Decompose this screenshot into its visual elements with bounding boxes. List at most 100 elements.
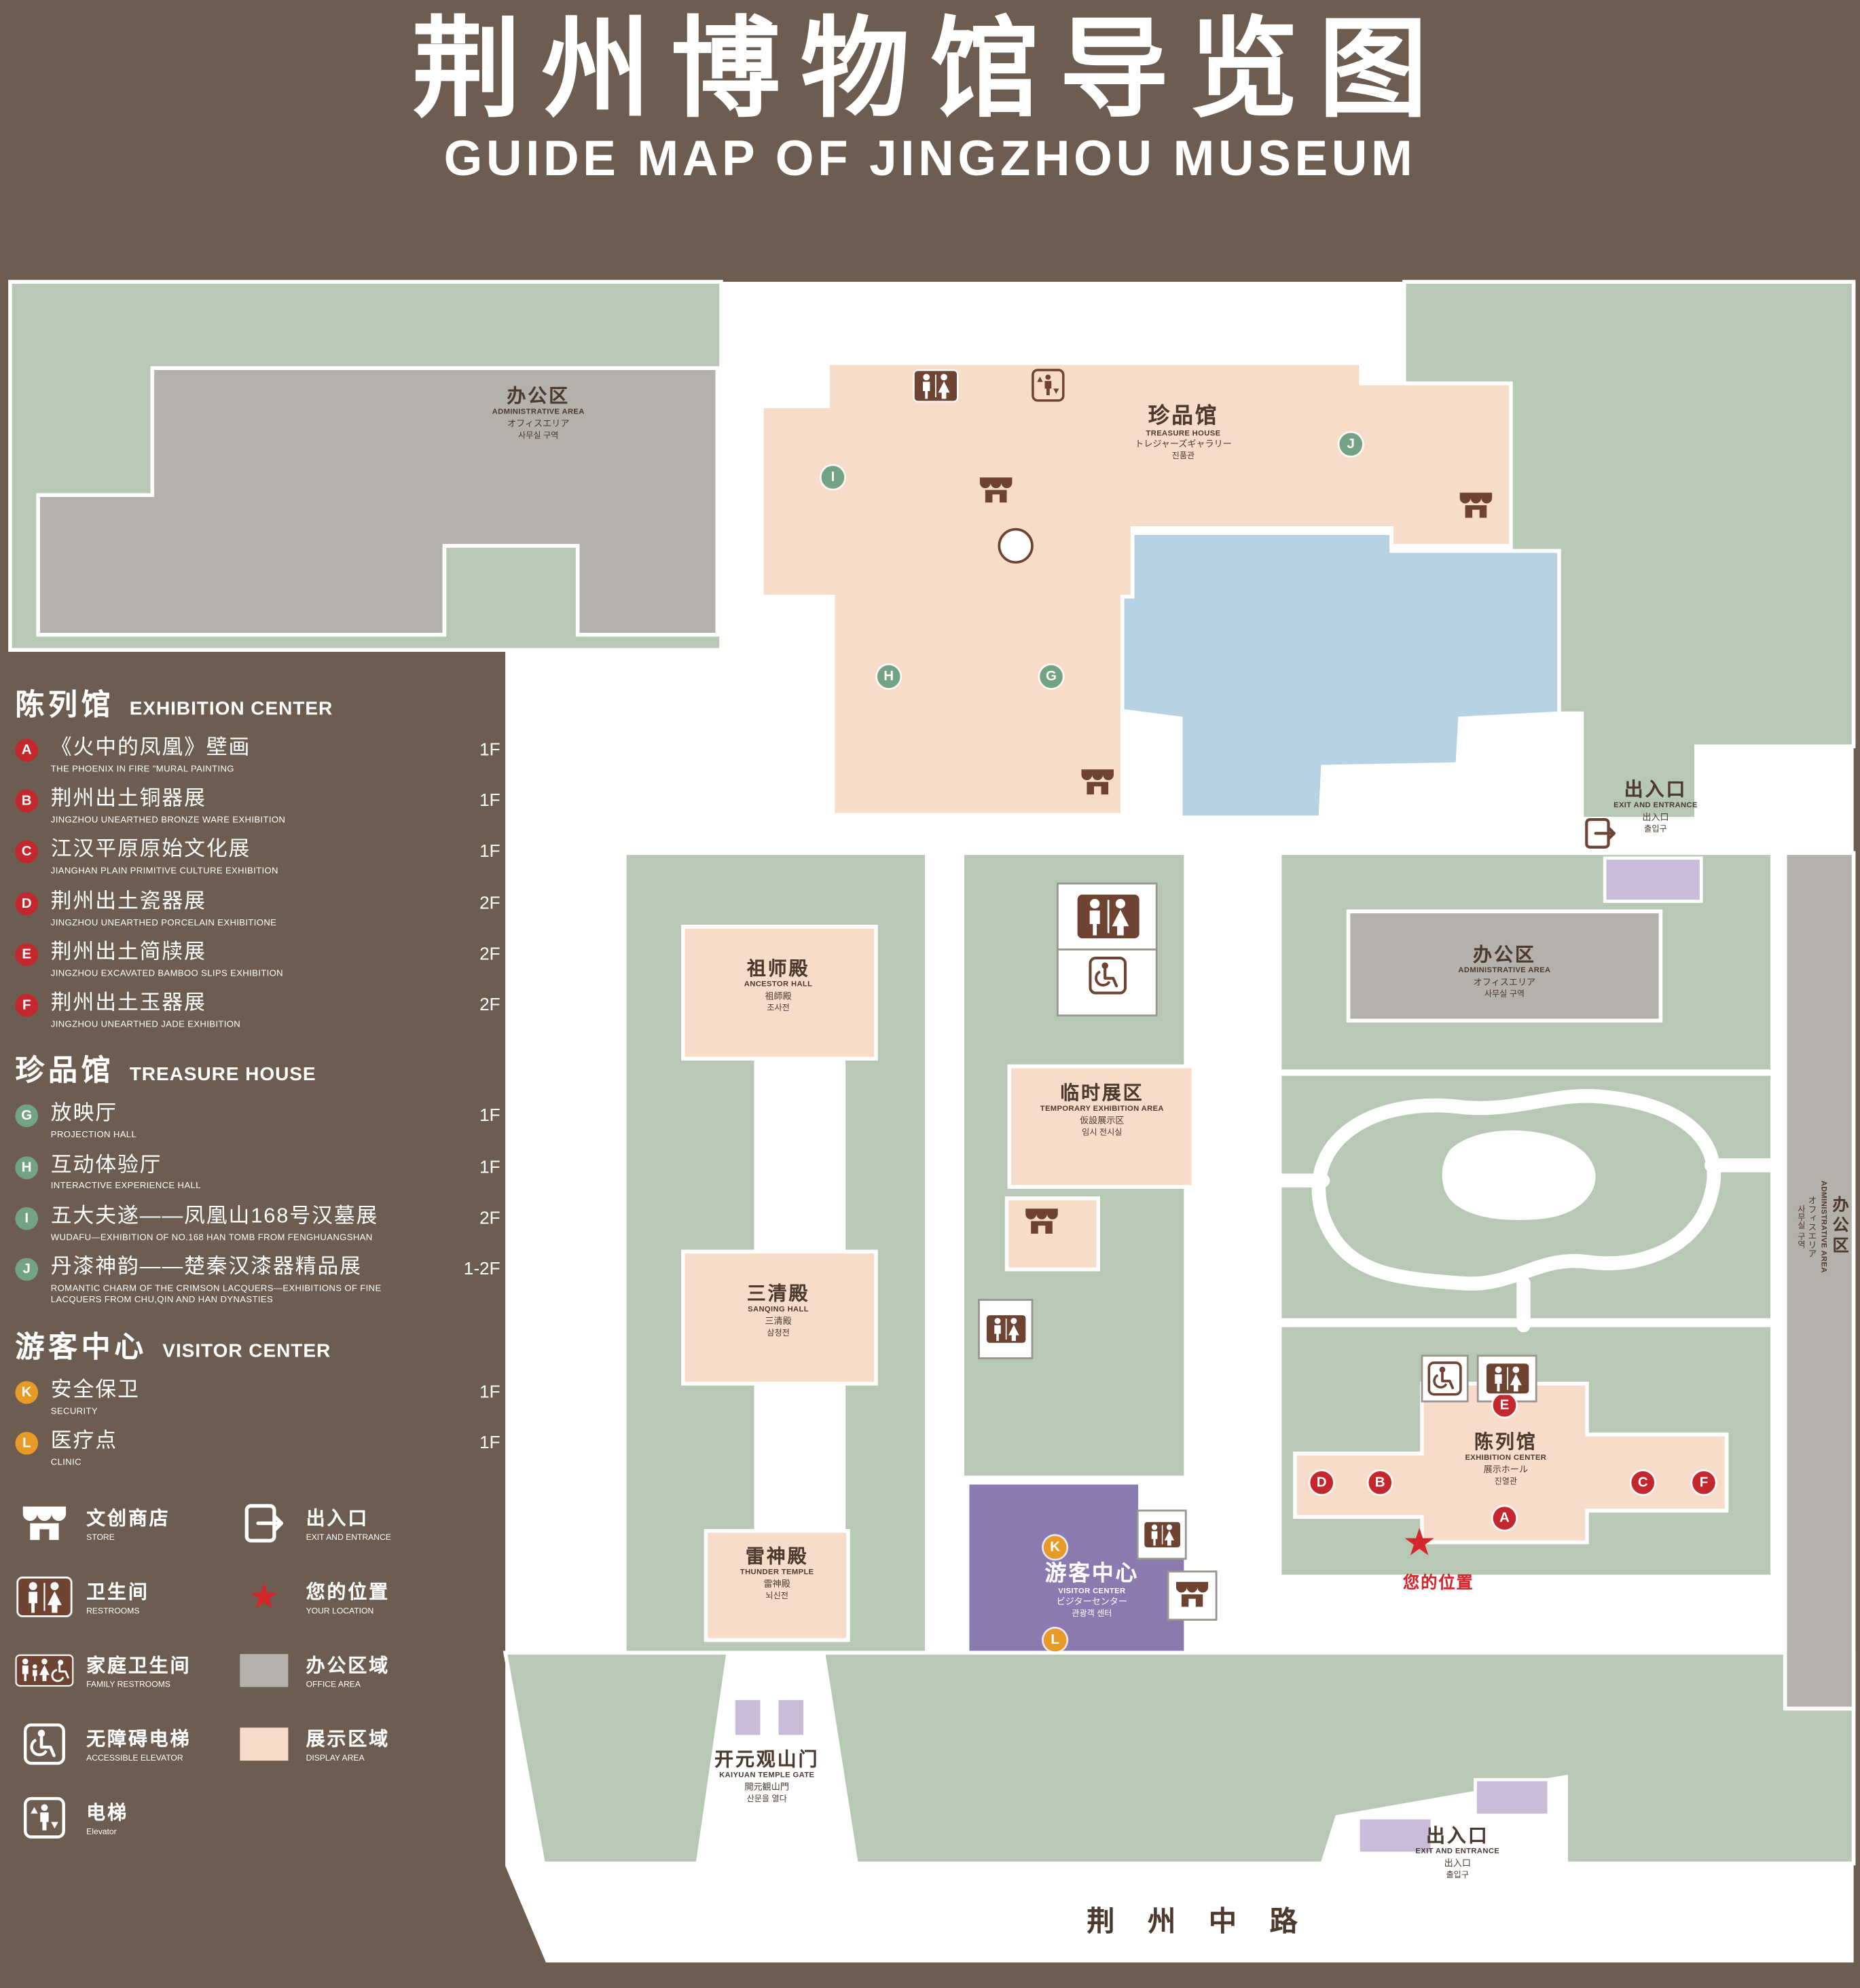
item-zh: 《火中的凤凰》壁画 [50,736,251,760]
section-heading: 游客中心 VISITOR CENTER [15,1323,500,1366]
legend-item-K: K 安全保卫 SECURITY 1F [15,1378,500,1418]
treasure-house-label: 珍品馆 TREASURE HOUSE トレジャーズギャラリー 진품관 [1135,404,1232,462]
south-gate-building-2 [1474,1778,1551,1817]
lake [1120,531,1561,820]
symbol-en: FAMILY RESTROOMS [86,1680,170,1690]
legend-item-D: D 荆州出土瓷器展 JINGZHOU UNEARTHED PORCELAIN E… [15,889,500,929]
legend-item-L: L 医疗点 CLINIC 1F [15,1429,500,1469]
map-marker-K: K [1043,1536,1067,1559]
label-ja: オフィスエリア [1807,1195,1817,1258]
office-building-northwest [36,366,720,637]
label-zh: 出入口 [1624,779,1688,801]
label-ja: 仮設展示区 [1080,1116,1125,1126]
thunder-temple-label: 雷神殿 THUNDER TEMPLE 雷神殿 뇌신전 [740,1546,814,1601]
your-location-label: 您的位置 [1402,1572,1474,1592]
label-en: EXIT AND ENTRANCE [1613,803,1698,811]
item-zh: 安全保卫 [50,1378,140,1401]
label-ko: 임시 전시실 [1082,1128,1123,1137]
label-ko: 삼청전 [767,1328,790,1338]
restrooms-icon [15,1577,73,1618]
your-location-star-icon [1402,1524,1436,1562]
restrooms-icon [1484,1362,1531,1395]
symbol-en: ACCESSIBLE ELEVATOR [86,1754,183,1764]
marker-badge: F [15,994,39,1017]
section-title-en: TREASURE HOUSE [129,1064,316,1086]
label-en: VISITOR CENTER [1058,1587,1126,1596]
exit-south-label: 出入口 EXIT AND ENTRANCE 出入口 출입구 [1415,1825,1499,1880]
item-floor: 2F [479,891,500,913]
label-ja: 開元観山門 [744,1783,789,1792]
store-icon [15,1503,73,1544]
label-en: ADMINISTRATIVE AREA [1819,1180,1827,1273]
label-zh: 出入口 [1425,1825,1489,1847]
restrooms-icon [913,369,958,403]
label-en: ADMINISTRATIVE AREA [492,409,585,417]
map-marker-C: C [1631,1471,1655,1494]
northeast-gate-building [1603,856,1703,903]
exit-northeast-label: 出入口 EXIT AND ENTRANCE 出入口 출입구 [1613,779,1698,834]
symbol-en: STORE [86,1533,115,1543]
item-en: JINGZHOU UNEARTHED PORCELAIN EXHIBITIONE [50,918,277,927]
admin-strip-label: 办公区 ADMINISTRATIVE AREA オフィスエリア 사무실 구역 [1793,1181,1850,1273]
item-floor: 1F [479,739,500,760]
exhibition-center-label: 陈列馆 EXHIBITION CENTER 展示ホール 진열관 [1465,1432,1546,1487]
legend-item-I: I 五大夫遂——凤凰山168号汉墓展 WUDAFU—EXHIBITION OF … [15,1204,500,1244]
marker-badge: D [15,891,39,915]
item-en: PROJECTION HALL [50,1131,137,1141]
marker-badge: B [15,790,39,813]
accessible-elevator-icon [1427,1361,1462,1396]
symbol-zh: 卫生间 [86,1581,149,1604]
label-en: ANCESTOR HALL [744,981,813,989]
legend-symbol-restrooms: 卫生间 RESTROOMS [15,1560,234,1634]
label-ko: 관광객 센터 [1072,1609,1112,1619]
store-icon [1023,1206,1060,1236]
visitor-center-label: 游客中心 VISITOR CENTER ビジターセンター 관광객 센터 [1045,1562,1139,1619]
legend-item-E: E 荆州出土简牍展 JINGZHOU EXCAVATED BAMBOO SLIP… [15,940,500,980]
store-icon [1174,1579,1209,1610]
symbol-zh: 展示区域 [306,1729,390,1751]
legend-symbol-family-restrooms: 家庭卫生间 FAMILY RESTROOMS [15,1634,234,1708]
legend-symbol-store: 文创商店 STORE [15,1487,234,1560]
marker-badge: J [15,1257,39,1281]
store-icon [1079,767,1116,797]
legend-item-H: H 互动体验厅 INTERACTIVE EXPERIENCE HALL 1F [15,1154,500,1193]
legend-section-visitor-center: 游客中心 VISITOR CENTER K 安全保卫 SECURITY 1F L… [15,1323,500,1469]
section-title-zh: 陈列馆 [15,688,115,721]
admin-northwest-label: 办公区 ADMINISTRATIVE AREA オフィスエリア 사무실 구역 [492,386,585,441]
label-ja: オフィスエリア [507,420,570,429]
restrooms-icon [1074,892,1143,940]
treasure-house-building [759,361,1513,817]
family-restrooms-icon [15,1653,73,1689]
item-floor: 1F [479,790,500,811]
label-ko: 사무실 구역 [1795,1204,1804,1249]
label-en: SANQING HALL [748,1306,809,1314]
map-marker-J: J [1339,432,1363,456]
map-marker-H: H [877,665,900,688]
label-ko: 뇌신전 [765,1591,788,1600]
kaiyuan-gate-label: 开元观山门 KAIYUAN TEMPLE GATE 開元観山門 산문을 열다 [714,1749,819,1804]
south-gate-building-1 [1357,1816,1434,1855]
label-ko: 사무실 구역 [1484,989,1525,999]
label-ja: トレジャーズギャラリー [1135,440,1232,449]
item-en: JINGZHOU EXCAVATED BAMBOO SLIPS EXHIBITI… [50,969,284,978]
marker-badge: E [15,942,39,966]
symbol-zh: 家庭卫生间 [86,1655,192,1678]
legend-symbol-exit: 出入口 EXIT AND ENTRANCE [235,1487,500,1560]
legend-item-J: J 丹漆神韵——楚秦汉漆器精品展 ROMANTIC CHARM OF THE C… [15,1255,500,1307]
map-marker-F: F [1692,1471,1715,1494]
label-ja: 祖師殿 [765,992,792,1001]
label-en: KAIYUAN TEMPLE GATE [719,1772,815,1780]
symbol-en: DISPLAY AREA [306,1754,365,1764]
label-zh: 开元观山门 [714,1749,820,1771]
label-ja: オフィスエリア [1473,978,1536,987]
label-en: EXIT AND ENTRANCE [1415,1848,1500,1856]
label-ja: 展示ホール [1483,1465,1529,1475]
symbol-en: YOUR LOCATION [306,1607,374,1617]
ancestor-hall-label: 祖师殿 ANCESTOR HALL 祖師殿 조사전 [744,959,813,1014]
symbol-zh: 您的位置 [306,1581,390,1604]
label-ko: 조사전 [767,1004,790,1013]
item-en: JINGZHOU UNEARTHED BRONZE WARE EXHIBITIO… [50,816,286,826]
legend-panel: 陈列馆 EXHIBITION CENTER A 《火中的凤凰》壁画 THE PH… [15,680,500,1855]
item-en: ROMANTIC CHARM OF THE CRIMSON LACQUERS—E… [50,1284,382,1306]
